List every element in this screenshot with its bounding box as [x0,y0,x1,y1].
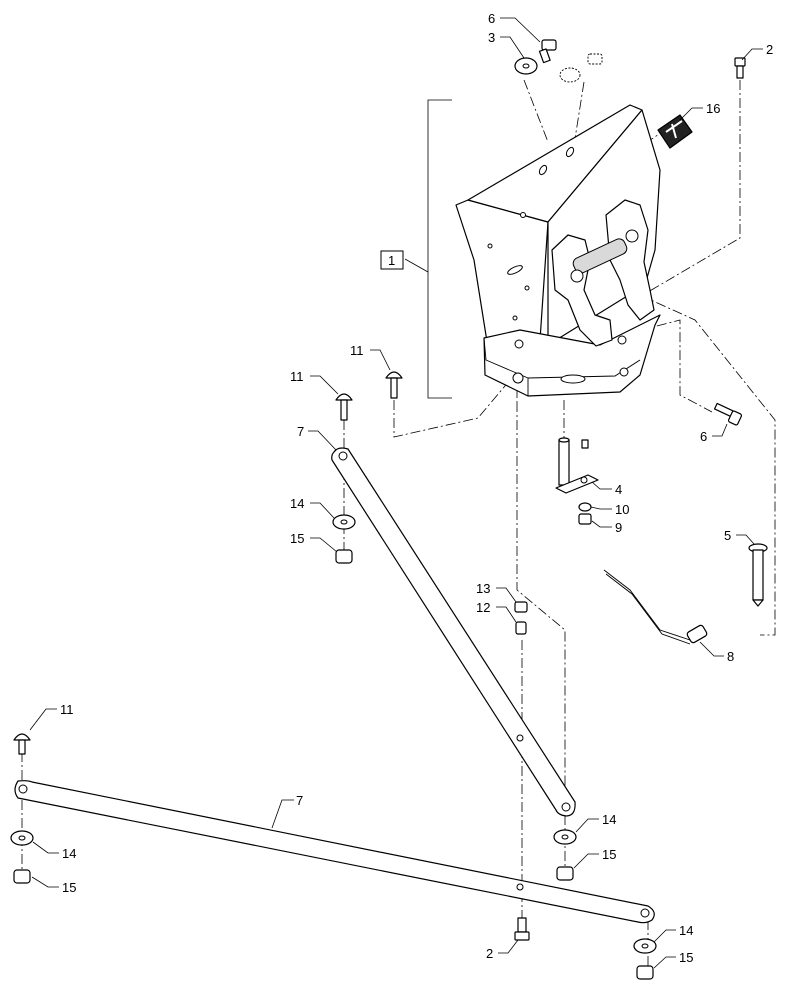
nut-15-a [335,549,353,564]
callout-11: 11 [290,369,304,384]
bolt-6-right [713,402,743,426]
pin-5 [748,543,768,607]
nut-9 [578,513,592,525]
washer-14-b [553,829,577,845]
callout-labels: 6 3 2 16 1 11 11 6 7 4 10 9 14 15 5 13 1… [60,11,773,965]
callout-11: 11 [60,702,74,717]
carriage-bolt-11-b [335,393,353,421]
callout-14: 14 [602,812,616,827]
pin-4 [555,437,599,494]
callout-15: 15 [679,950,693,965]
callout-4: 4 [615,482,622,497]
washer-3 [514,57,538,75]
assembly-label-box [380,250,404,270]
washer-14-c [10,830,34,846]
callout-11: 11 [350,343,364,358]
callout-14: 14 [290,496,304,511]
callout-7: 7 [296,793,303,808]
bushing-12 [515,621,527,635]
callout-14: 14 [679,923,693,938]
callout-6: 6 [488,11,495,26]
callout-15: 15 [602,847,616,862]
washer-14-a [332,514,356,530]
callout-10: 10 [615,502,629,517]
callout-8: 8 [727,649,734,664]
nut-15-b [556,866,574,881]
washer-14-d [633,938,657,954]
callout-1: 1 [388,253,395,268]
nut-13 [514,601,528,613]
brace-bar-7-diagonal [331,447,576,817]
callout-5: 5 [724,528,731,543]
nut-15-d [636,965,654,980]
carriage-bolt-11-c [13,733,31,755]
callout-3: 3 [488,30,495,45]
callout-15: 15 [290,531,304,546]
callout-7: 7 [297,424,304,439]
mounting-bracket [455,104,661,397]
callout-16: 16 [706,101,720,116]
assembly-bracket-line [427,99,452,399]
callout-14: 14 [62,846,76,861]
washer-10 [578,502,592,512]
callout-15: 15 [62,880,76,895]
callout-2: 2 [766,42,773,57]
carriage-bolt-11-a [385,371,403,399]
callout-12: 12 [476,600,490,615]
lanyard-8 [603,569,708,645]
callout-6: 6 [700,429,707,444]
decal-16 [657,114,693,149]
brace-bar-7-horizontal [14,780,655,924]
leader-lines [29,17,763,969]
callout-9: 9 [615,520,622,535]
bolt-2-top [734,57,746,79]
callout-2: 2 [486,946,493,961]
bolt-6-top [538,39,557,64]
callout-13: 13 [476,581,490,596]
bolt-2-bottom [514,917,530,941]
ghost-bolt-washer [559,53,603,83]
nut-15-c [13,869,31,884]
